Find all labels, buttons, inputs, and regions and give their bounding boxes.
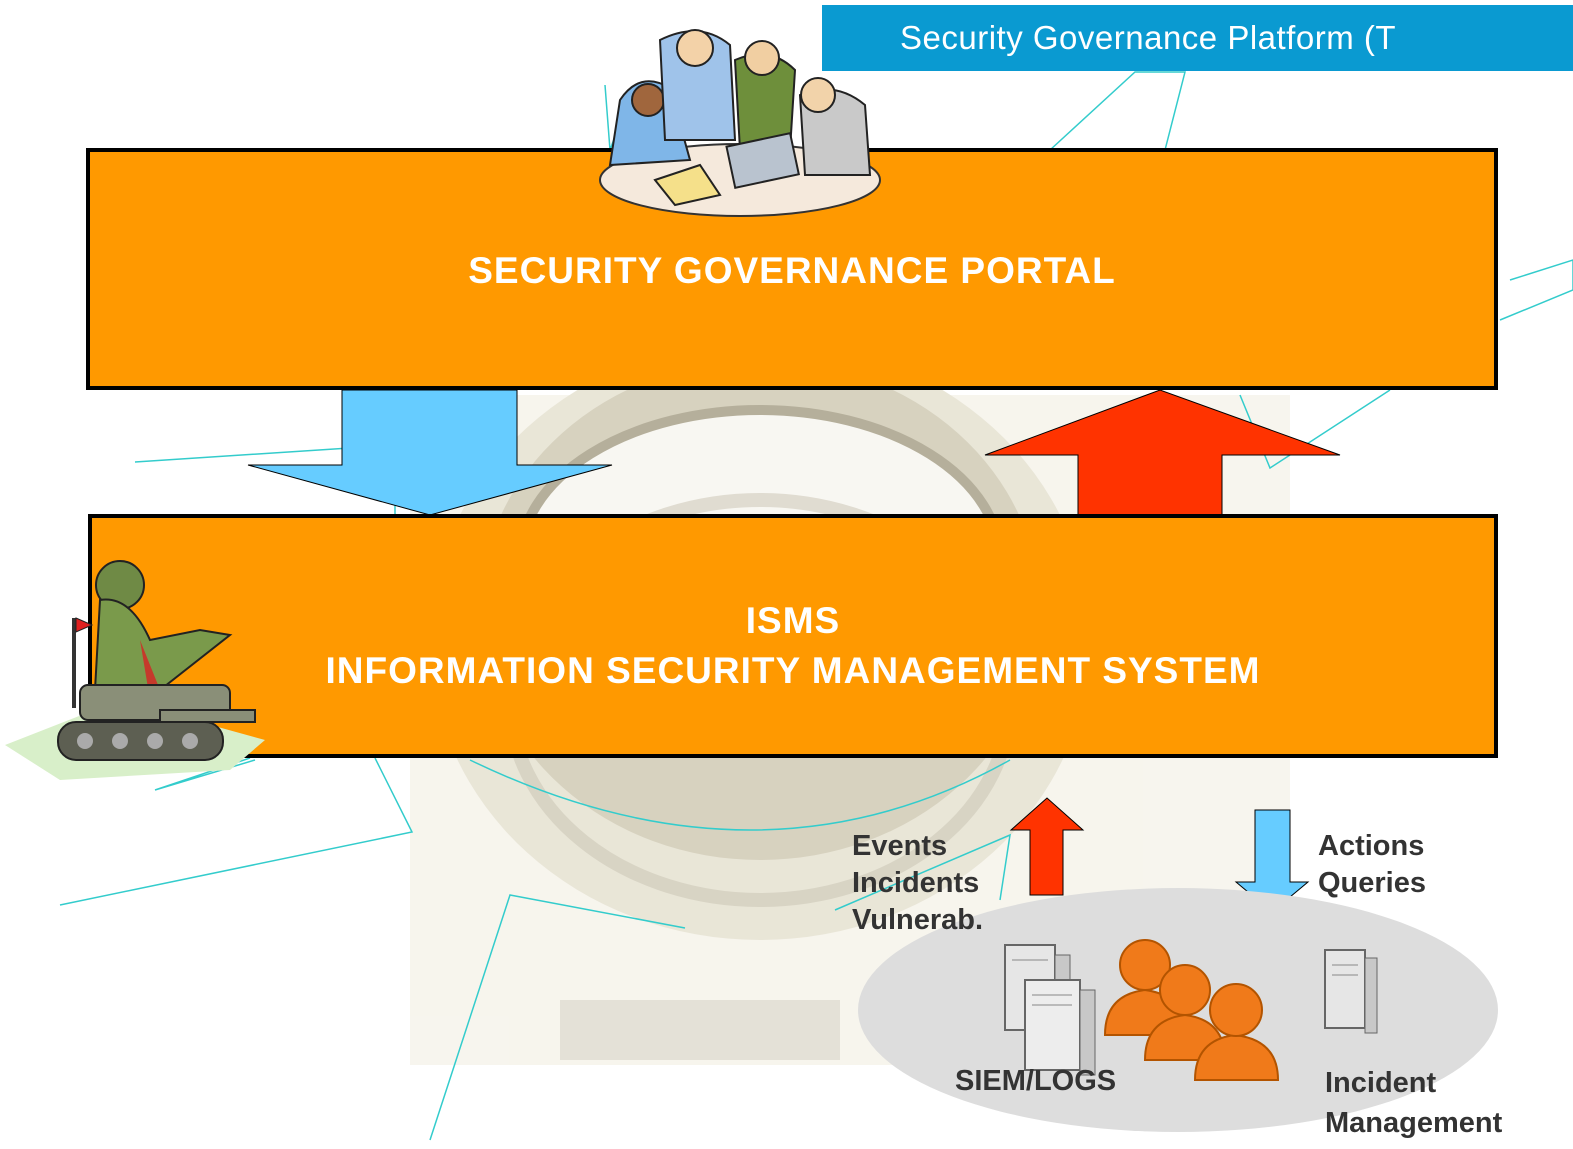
up-arrow-events bbox=[1009, 797, 1085, 896]
outbound-labels: Actions Queries bbox=[1318, 828, 1426, 902]
siem-logs-label: SIEM/LOGS bbox=[955, 1065, 1117, 1097]
isms-box: ISMS INFORMATION SECURITY MANAGEMENT SYS… bbox=[88, 514, 1498, 758]
header-title: Security Governance Platform (T bbox=[900, 19, 1396, 56]
server-tower-icon bbox=[1004, 944, 1096, 1076]
inbound-events-label: Events bbox=[852, 830, 948, 862]
inbound-vulnerab-label: Vulnerab. bbox=[852, 904, 984, 936]
header-bar: Security Governance Platform (T bbox=[822, 5, 1573, 71]
down-arrow-portal-to-isms bbox=[247, 389, 613, 516]
management-label: Management bbox=[1325, 1107, 1503, 1139]
up-arrow-isms-to-portal bbox=[984, 389, 1341, 516]
incident-label: Incident bbox=[1325, 1067, 1437, 1099]
server-tower-icon bbox=[1324, 949, 1378, 1034]
soldier-tank-clipart-icon bbox=[5, 560, 265, 780]
inbound-incidents-label: Incidents bbox=[852, 867, 980, 899]
incident-management-labels: Incident Management bbox=[1325, 1063, 1502, 1143]
inbound-labels: Events Incidents Vulnerab. bbox=[852, 828, 983, 939]
outbound-actions-label: Actions bbox=[1318, 830, 1425, 862]
isms-subtitle: INFORMATION SECURITY MANAGEMENT SYSTEM bbox=[325, 650, 1261, 691]
portal-title: SECURITY GOVERNANCE PORTAL bbox=[468, 250, 1116, 291]
team-meeting-clipart-icon bbox=[599, 29, 881, 217]
outbound-queries-label: Queries bbox=[1318, 867, 1426, 899]
isms-title: ISMS bbox=[745, 600, 841, 641]
user-group-icon bbox=[1103, 939, 1280, 1081]
